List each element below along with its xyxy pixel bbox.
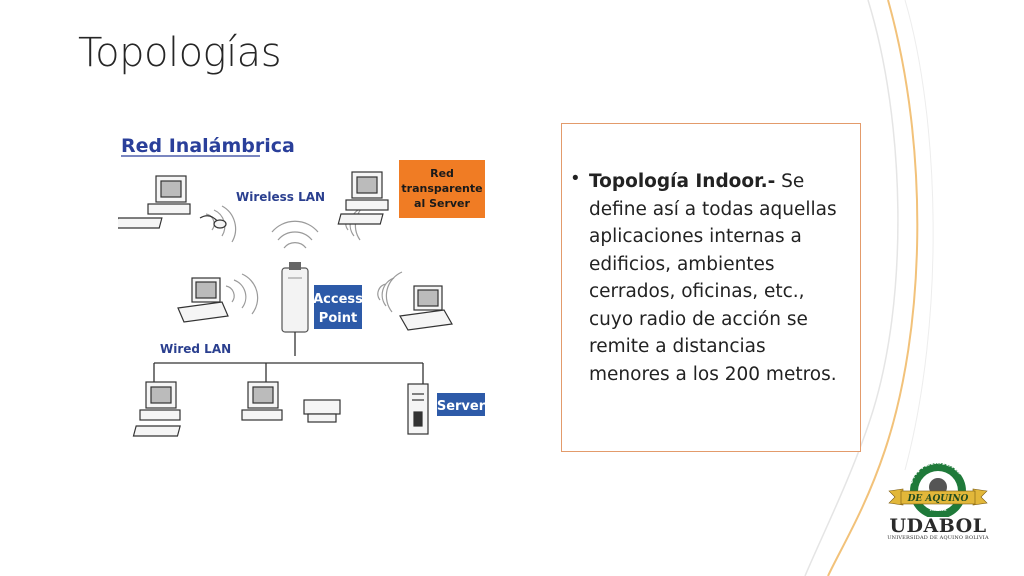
red-transparente-box: Red transparente al Server — [399, 160, 485, 218]
red-box-line1: Red — [430, 167, 454, 180]
wired-network-lines — [153, 332, 424, 390]
server-label: Server — [437, 393, 486, 416]
bullet-marker: • — [572, 168, 579, 189]
bullet-description: Se define así a todas aquellas aplicacio… — [589, 171, 837, 385]
red-box-line3: al Server — [414, 197, 470, 210]
logo-banner-text: DE AQUINO — [907, 494, 969, 504]
content-text-box: • Topología Indoor.- Se define así a tod… — [561, 123, 861, 452]
udabol-logo: UNIVERSIDAD DE AQUINO Bolivia UDABOL UNI… — [881, 457, 995, 543]
access-point-line2: Point — [319, 311, 357, 326]
logo-small-text: Bolivia — [929, 507, 946, 513]
bullet-bold-term: Topología Indoor.- — [589, 171, 776, 192]
server-tower — [407, 383, 429, 435]
slide-title: Topologías — [78, 30, 282, 76]
logo-subtitle: UNIVERSIDAD DE AQUINO BOLIVIA — [887, 535, 989, 541]
udabol-emblem: UNIVERSIDAD DE AQUINO Bolivia — [888, 457, 988, 519]
computer-bottom-left — [132, 381, 181, 437]
wired-lan-label: Wired LAN — [160, 342, 231, 356]
access-point-label: Access Point — [313, 285, 363, 329]
bullet-item: • Topología Indoor.- Se define así a tod… — [572, 168, 852, 388]
laptop-left — [177, 277, 229, 323]
red-box-line2: transparente — [401, 182, 482, 195]
computer-top-left — [118, 175, 227, 229]
laptop-right — [399, 285, 453, 331]
access-point-device — [281, 262, 309, 333]
logo-name: UDABOL — [889, 515, 987, 537]
server-label-text: Server — [437, 399, 486, 414]
computer-bottom-middle — [241, 381, 341, 423]
access-point-line1: Access — [313, 292, 363, 307]
bullet-text: Topología Indoor.- Se define así a todas… — [589, 168, 852, 388]
diagram-heading: Red Inalámbrica — [121, 135, 295, 157]
network-diagram: Red Inalámbrica Wireless LAN Wired LAN R… — [118, 135, 486, 437]
computer-top-right — [337, 171, 389, 225]
wireless-lan-label: Wireless LAN — [236, 190, 325, 204]
